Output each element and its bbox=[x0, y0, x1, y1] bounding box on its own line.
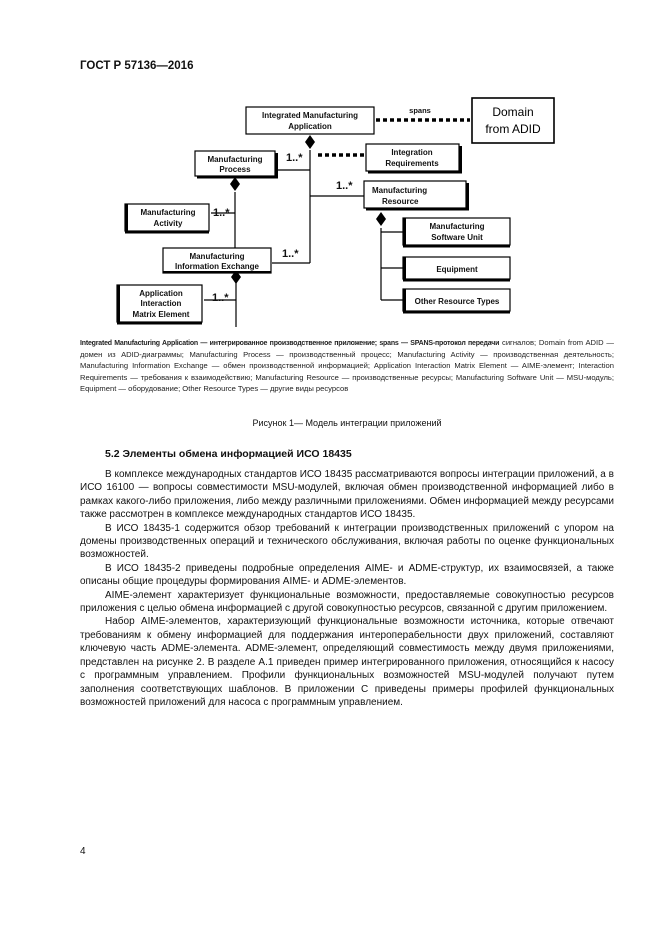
aime-label-1: Application bbox=[139, 289, 183, 298]
figure-caption: Рисунок 1— Модель интеграции приложений bbox=[252, 418, 442, 428]
spans-label: spans bbox=[409, 106, 431, 115]
box-manufacturing-software-unit: Manufacturing Software Unit bbox=[402, 217, 511, 248]
multiplicity-aime: 1..* bbox=[212, 292, 229, 304]
box-aime: Application Interaction Matrix Element bbox=[116, 284, 203, 325]
equipment-label: Equipment bbox=[436, 265, 478, 274]
paragraph: Набор AIME-элементов, характеризующий фу… bbox=[80, 616, 614, 708]
multiplicity-resource: 1..* bbox=[336, 180, 353, 192]
box-manufacturing-activity: Manufacturing Activity bbox=[124, 203, 210, 234]
box-equipment: Equipment bbox=[402, 256, 511, 282]
section-title: 5.2 Элементы обмена информацией ИСО 1843… bbox=[105, 448, 352, 460]
mfg-software-label-1: Manufacturing bbox=[429, 222, 484, 231]
box-integration-requirements: Integration Requirements bbox=[365, 143, 462, 174]
mfg-software-label-2: Software Unit bbox=[431, 233, 483, 242]
mfg-info-exchange-label-1: Manufacturing bbox=[189, 252, 244, 261]
paragraph: В ИСО 18435-1 содержится обзор требовани… bbox=[80, 522, 614, 561]
integrated-label-2: Application bbox=[288, 122, 332, 131]
domain-label-2: from ADID bbox=[485, 122, 541, 136]
integration-req-label-1: Integration bbox=[391, 148, 432, 157]
integration-model-diagram: Integrated Manufacturing Application spa… bbox=[116, 97, 555, 327]
figure-legend: Integrated Manufacturing Application — и… bbox=[80, 337, 614, 394]
multiplicity-process: 1..* bbox=[286, 152, 303, 164]
paragraph: В ИСО 18435-2 приведены подробные опреде… bbox=[80, 562, 614, 588]
legend-first-line: Integrated Manufacturing Application — и… bbox=[80, 340, 500, 347]
multiplicity-activity: 1..* bbox=[213, 207, 230, 219]
box-manufacturing-resource: Manufacturing Resource bbox=[363, 180, 469, 211]
mfg-process-label-1: Manufacturing bbox=[207, 155, 262, 164]
aime-label-3: Matrix Element bbox=[133, 310, 190, 319]
mfg-resource-label-2: Resource bbox=[382, 197, 419, 206]
box-manufacturing-process: Manufacturing Process bbox=[194, 150, 278, 179]
box-manufacturing-information-exchange: Manufacturing Information Exchange bbox=[162, 247, 272, 274]
box-domain-from-adid: Domain from ADID bbox=[471, 97, 555, 144]
body-text: В комплексе международных стандартов ИСО… bbox=[80, 468, 614, 709]
box-integrated-application: Integrated Manufacturing Application bbox=[245, 106, 375, 135]
aime-label-2: Interaction bbox=[141, 299, 182, 308]
integration-req-label-2: Requirements bbox=[385, 159, 439, 168]
mfg-activity-label-1: Manufacturing bbox=[140, 208, 195, 217]
paragraph: В комплексе международных стандартов ИСО… bbox=[80, 469, 614, 521]
legend-rest: сигналов; Domain from ADID — домен из AD… bbox=[80, 338, 614, 393]
mfg-process-label-2: Process bbox=[219, 165, 251, 174]
domain-label-1: Domain bbox=[492, 105, 533, 119]
mfg-resource-label-1: Manufacturing bbox=[372, 186, 427, 195]
box-other-resource-types: Other Resource Types bbox=[402, 288, 511, 314]
mfg-info-exchange-label-2: Information Exchange bbox=[175, 262, 260, 271]
other-resource-label: Other Resource Types bbox=[415, 297, 500, 306]
integrated-label-1: Integrated Manufacturing bbox=[262, 111, 358, 120]
mfg-activity-label-2: Activity bbox=[154, 219, 183, 228]
document-header: ГОСТ Р 57136—2016 bbox=[80, 60, 194, 72]
multiplicity-info-exchange: 1..* bbox=[282, 248, 299, 260]
paragraph: AIME-элемент характеризует функциональны… bbox=[80, 589, 614, 615]
page-number: 4 bbox=[80, 846, 86, 857]
